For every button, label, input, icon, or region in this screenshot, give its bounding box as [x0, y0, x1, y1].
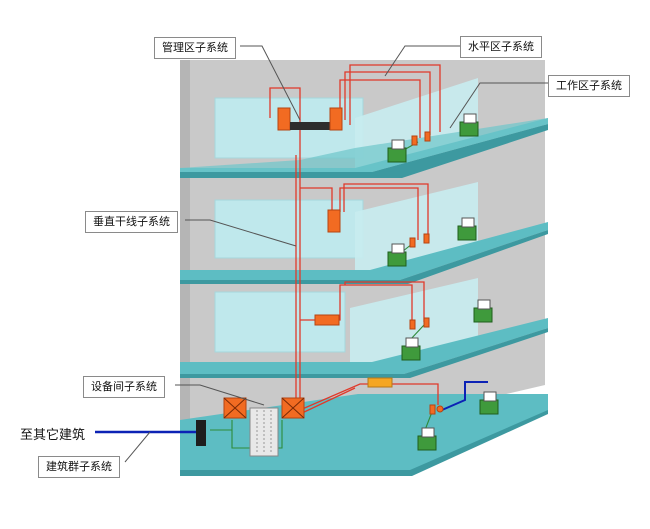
label-equipment-room-subsystem: 设备间子系统: [83, 376, 165, 398]
leader-lines: [124, 45, 548, 463]
floor-1-distribution-frame-right: [281, 397, 305, 419]
wall-outlets: [409, 131, 444, 415]
label-management-subsystem: 管理区子系统: [154, 37, 236, 59]
campus-entry-panel: [196, 420, 206, 446]
floor-3-patch-panel: [327, 209, 341, 233]
desktop-computer-icon: [387, 113, 499, 451]
label-vertical-backbone-subsystem: 垂直干线子系统: [85, 211, 178, 233]
floor-1-blue-link: [441, 381, 488, 411]
floor-3-window: [214, 199, 364, 259]
floor-1-slab-edge: [180, 410, 548, 476]
label-to-other-buildings: 至其它建筑: [20, 428, 86, 443]
wall-shadow: [180, 60, 190, 470]
floor-2-slab: [180, 318, 548, 374]
label-work-area-subsystem: 工作区子系统: [548, 75, 630, 97]
floor-2-slab-edge: [180, 328, 548, 378]
floor-4-switch: [290, 122, 330, 130]
label-horizontal-subsystem: 水平区子系统: [460, 36, 542, 58]
floor-1-distribution-frame-left: [223, 397, 247, 419]
floor-3-slab-edge: [180, 230, 548, 284]
floor-4-patch-panel-left: [277, 107, 291, 131]
floor-4-patch-panel-right: [329, 107, 343, 131]
floor-2-patch-panel: [314, 314, 340, 326]
floor-4-slab: [180, 124, 548, 178]
floor-1-horizontal-panel: [367, 377, 393, 388]
equipment-rack-icon: [249, 407, 279, 457]
floor-3-slab: [180, 222, 548, 280]
label-campus-subsystem: 建筑群子系统: [38, 456, 120, 478]
floor-4-slab-plane: [180, 118, 548, 172]
